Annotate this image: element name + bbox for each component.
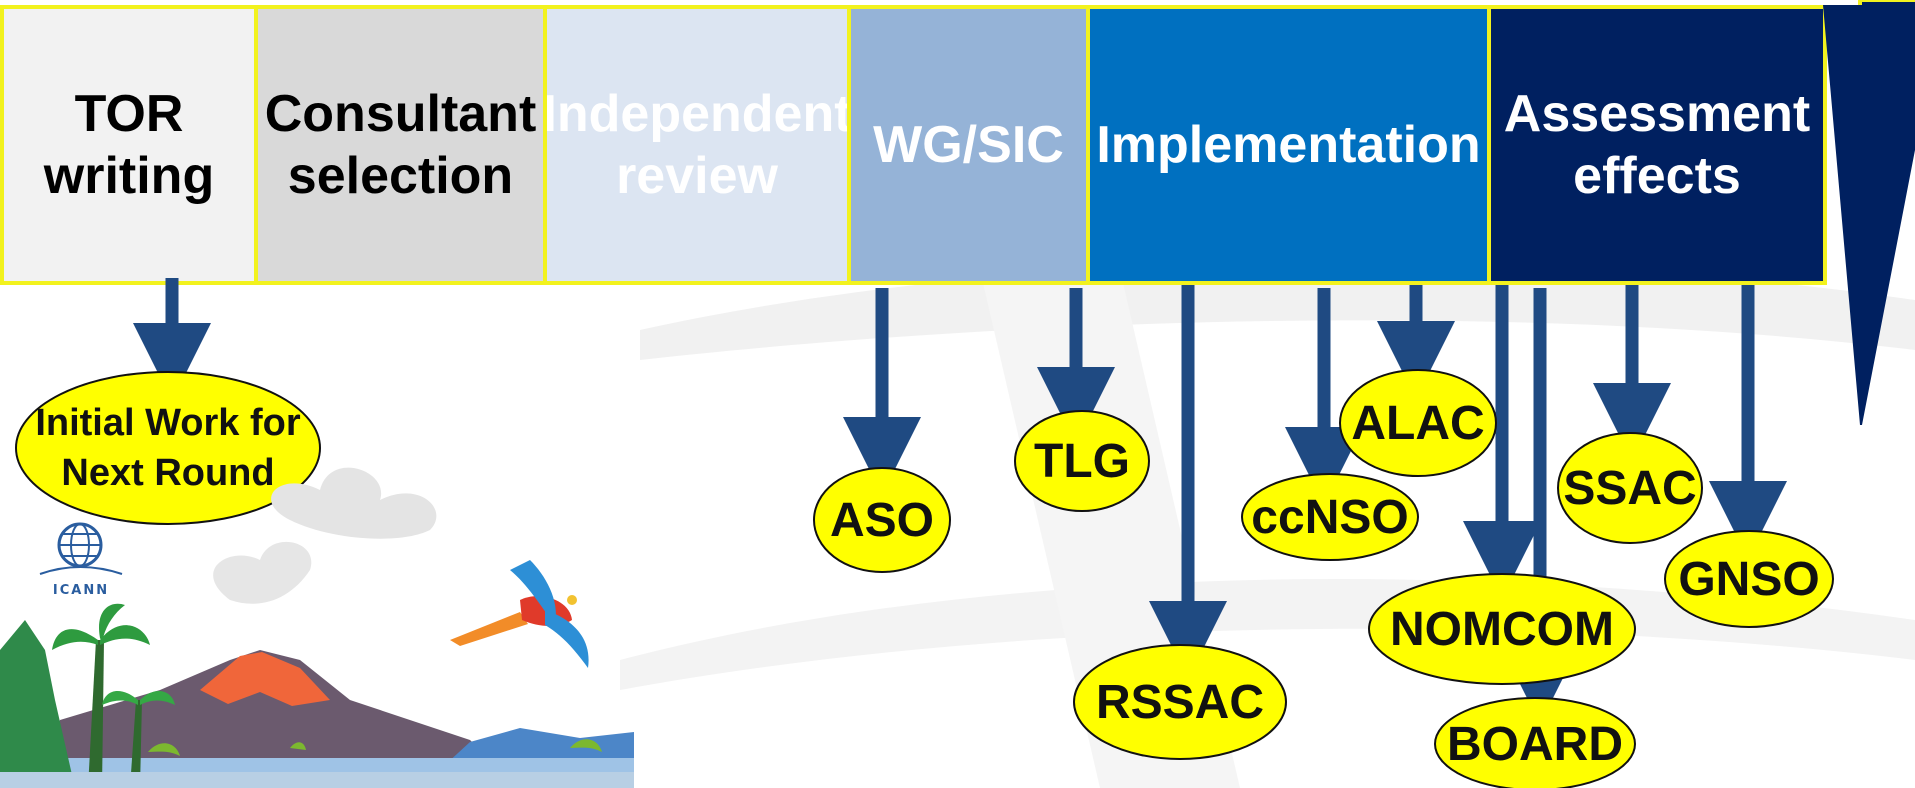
stage-assessment-line2: effects	[1573, 147, 1741, 205]
label-nomcom: NOMCOM	[1390, 602, 1614, 656]
oval-alac	[1339, 369, 1497, 477]
stage-independent-line1: Independent	[543, 85, 851, 143]
stage-wg-sic-line1: WG/SIC	[873, 116, 1064, 174]
oval-aso	[813, 467, 951, 573]
oval-gnso	[1664, 530, 1834, 628]
oval-ssac	[1557, 432, 1703, 544]
oval-tlg	[1014, 410, 1150, 512]
stage-tor-writing-line2: writing	[43, 147, 215, 205]
label-board: BOARD	[1447, 717, 1623, 771]
stage-implementation-line1: Implementation	[1096, 116, 1481, 174]
oval-rssac	[1073, 644, 1287, 760]
label-aso: ASO	[829, 493, 934, 547]
label-rssac: RSSAC	[1095, 675, 1265, 729]
stage-consultant-line2: selection	[287, 147, 514, 205]
oval-initial-work	[15, 371, 321, 525]
stage-assessment-line1: Assessment	[1503, 85, 1811, 143]
oval-nomcom	[1368, 573, 1636, 685]
oval-board	[1434, 697, 1636, 788]
costa-rica-illustration	[0, 467, 634, 788]
label-alac: ALAC	[1351, 396, 1485, 450]
stage-wg-sic: WG/SIC	[847, 5, 1090, 285]
arrowhead-border	[1858, 0, 1915, 5]
process-arrowhead	[1823, 0, 1915, 425]
icann-logo-text: ICANN	[53, 583, 109, 598]
label-ssac: SSAC	[1563, 461, 1697, 515]
label-gnso: GNSO	[1678, 552, 1820, 606]
label-initial-work: Initial Work for Next Round	[35, 402, 301, 494]
volcano-icon	[200, 652, 330, 706]
icann-logo: ICANN	[39, 522, 123, 598]
label-ccnso: ccNSO	[1251, 490, 1409, 544]
oval-ccnso	[1241, 473, 1419, 561]
stage-tor-writing-line1: TOR	[74, 85, 184, 143]
label-tlg: TLG	[1034, 434, 1130, 488]
stage-consultant-line1: Consultant	[264, 85, 537, 143]
stage-implementation: Implementation	[1086, 5, 1491, 285]
palm-tree-icon	[88, 640, 104, 788]
stage-independent-line2: review	[616, 147, 778, 205]
macaw-icon	[450, 560, 589, 668]
